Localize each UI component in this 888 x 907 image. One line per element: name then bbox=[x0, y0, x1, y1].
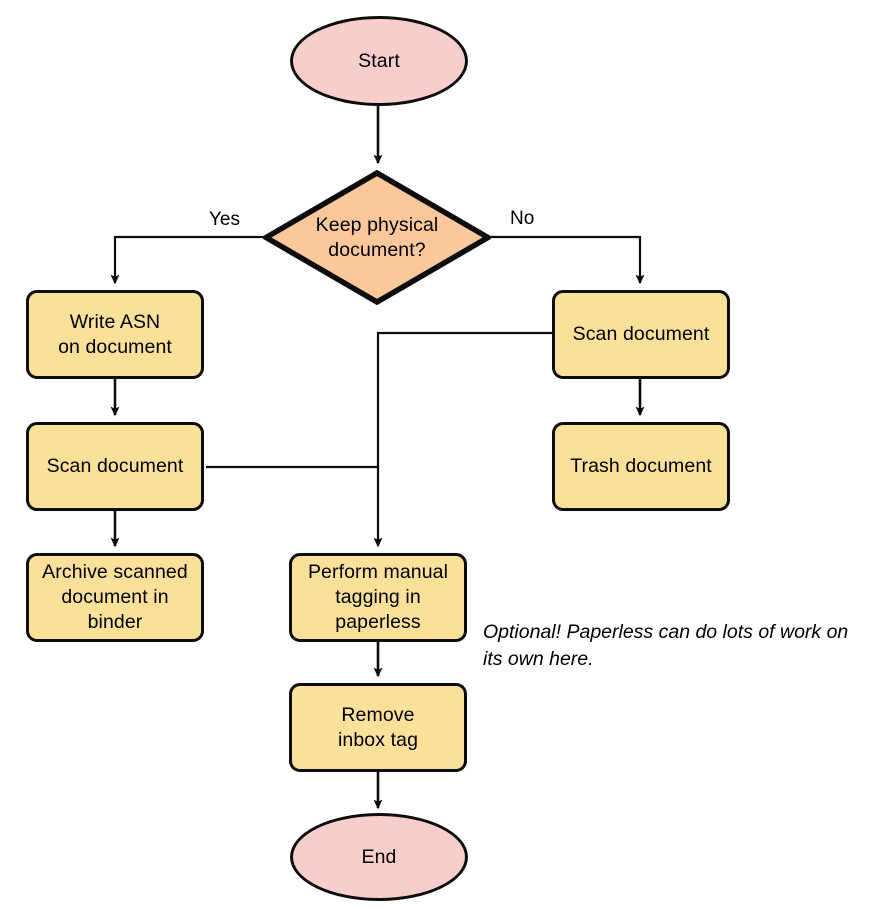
node-perform-manual-tagging-label: Perform manual tagging in paperless bbox=[307, 561, 449, 633]
node-scan-document-right-label: Scan document bbox=[572, 323, 710, 346]
edge-decision-yes-to-write-asn bbox=[110, 235, 263, 285]
node-write-asn-on-document[interactable]: Write ASN on document bbox=[26, 290, 204, 379]
node-write-asn-label: Write ASN on document bbox=[58, 310, 172, 358]
node-start-label: Start bbox=[358, 49, 400, 72]
node-remove-inbox-tag-label: Remove inbox tag bbox=[337, 703, 419, 751]
node-perform-manual-tagging[interactable]: Perform manual tagging in paperless bbox=[289, 553, 467, 642]
edge-scan-right-to-tagging bbox=[373, 331, 552, 548]
node-scan-document-left-label: Scan document bbox=[46, 455, 184, 478]
node-end-label: End bbox=[361, 845, 397, 868]
edge-label-yes: Yes bbox=[209, 209, 240, 231]
annotation-optional-note-text: Optional! Paperless can do lots of work … bbox=[483, 620, 849, 671]
node-start[interactable]: Start bbox=[290, 16, 468, 106]
node-end[interactable]: End bbox=[290, 813, 468, 901]
edge-label-no: No bbox=[510, 208, 534, 230]
edge-label-no-text: No bbox=[510, 208, 535, 229]
node-archive-scanned-document[interactable]: Archive scanned document in binder bbox=[26, 553, 204, 642]
edge-label-yes-text: Yes bbox=[209, 209, 240, 230]
node-trash-document-label: Trash document bbox=[570, 455, 712, 478]
node-trash-document[interactable]: Trash document bbox=[552, 422, 730, 511]
node-keep-physical-document-decision[interactable]: Keep physical document? bbox=[263, 170, 491, 305]
edge-decision-no-to-scan-right bbox=[491, 235, 645, 285]
annotation-optional-note: Optional! Paperless can do lots of work … bbox=[483, 591, 888, 674]
node-scan-document-left[interactable]: Scan document bbox=[26, 422, 204, 511]
node-archive-label: Archive scanned document in binder bbox=[42, 561, 188, 633]
diamond-shape bbox=[263, 170, 491, 305]
node-remove-inbox-tag[interactable]: Remove inbox tag bbox=[289, 683, 467, 772]
node-scan-document-right[interactable]: Scan document bbox=[552, 290, 730, 379]
node-decision-label: Keep physical document? bbox=[315, 213, 439, 261]
